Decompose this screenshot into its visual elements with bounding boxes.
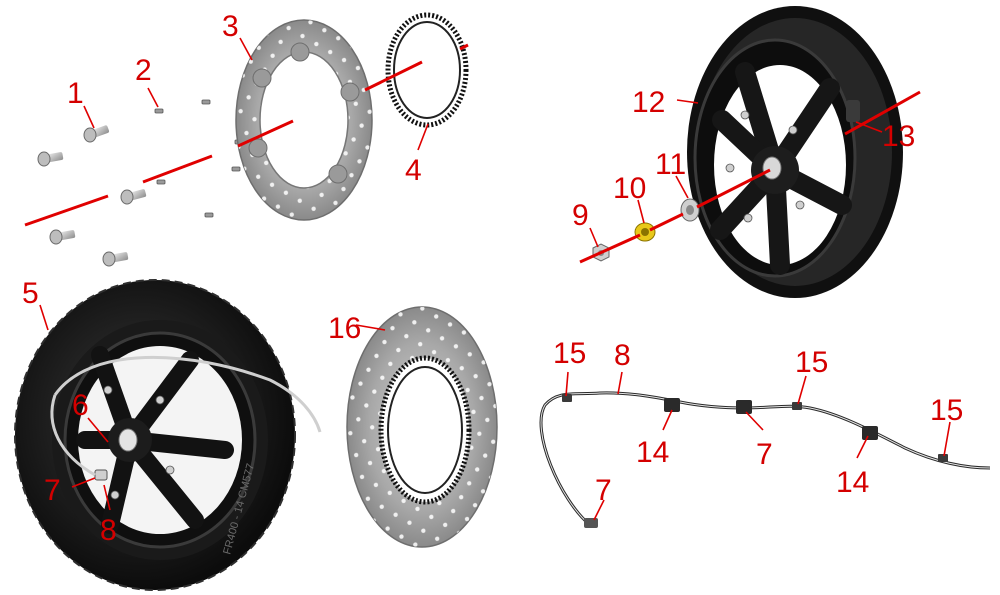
callout-labels: 1 2 3 4 5 6 7 8 9 10 11 12 13 16 15 8 15… [22, 10, 963, 547]
leader-lines [39, 37, 951, 521]
sensor-harness [539, 391, 991, 528]
callout-14-left: 14 [636, 436, 669, 469]
wheel-tire-assembly: FR400 - 14 CM577 [14, 279, 322, 591]
brake-disc-front [235, 19, 373, 221]
sensor-connector [584, 518, 598, 528]
callout-15-right: 15 [930, 394, 963, 427]
screw-group [154, 99, 244, 218]
callout-3: 3 [222, 10, 239, 43]
callout-1: 1 [67, 77, 84, 110]
axis-centerline-upper-left [24, 43, 469, 227]
callout-16: 16 [328, 312, 361, 345]
wheel-bearing [680, 198, 700, 222]
harness-bracket [736, 400, 752, 414]
bolt [120, 189, 147, 205]
callout-9: 9 [572, 199, 589, 232]
callout-8-harness: 8 [614, 339, 631, 372]
callout-7-bottom: 7 [595, 474, 612, 507]
callout-5: 5 [22, 277, 39, 310]
harness-clip [792, 402, 802, 410]
sensor-cable [53, 355, 322, 433]
callout-15-left: 15 [553, 337, 586, 370]
harness-bracket [664, 398, 680, 412]
screw [156, 179, 166, 185]
bolt [83, 125, 110, 143]
spacer-bushing [634, 222, 656, 242]
callout-12: 12 [632, 86, 665, 119]
callout-14-right: 14 [836, 466, 869, 499]
callout-2: 2 [135, 54, 152, 87]
abs-sensor [94, 469, 108, 481]
callout-4: 4 [405, 154, 422, 187]
callout-8: 8 [100, 514, 117, 547]
harness-bracket [862, 426, 878, 440]
callout-13: 13 [882, 120, 915, 153]
bolt [49, 229, 76, 245]
abs-tone-ring [385, 12, 469, 128]
callout-10: 10 [613, 172, 646, 205]
bolt-group [37, 125, 147, 267]
axis-centerline-upper-right [579, 90, 921, 264]
callout-7: 7 [44, 474, 61, 507]
screw [204, 212, 214, 218]
wheel-rim [687, 6, 903, 298]
sensor-cable-lower [50, 394, 96, 477]
screw [154, 108, 164, 114]
valve-cover [846, 100, 860, 122]
screw [201, 99, 211, 105]
bolt [37, 151, 64, 167]
callout-7-middle: 7 [756, 438, 773, 471]
callout-15-middle: 15 [795, 346, 828, 379]
bolt [102, 251, 129, 267]
screw [231, 166, 241, 172]
harness-clip [938, 454, 948, 462]
brake-disc-with-tone-ring [346, 306, 498, 548]
harness-clip [562, 394, 572, 402]
callout-11: 11 [655, 148, 686, 181]
callout-6: 6 [72, 389, 89, 422]
